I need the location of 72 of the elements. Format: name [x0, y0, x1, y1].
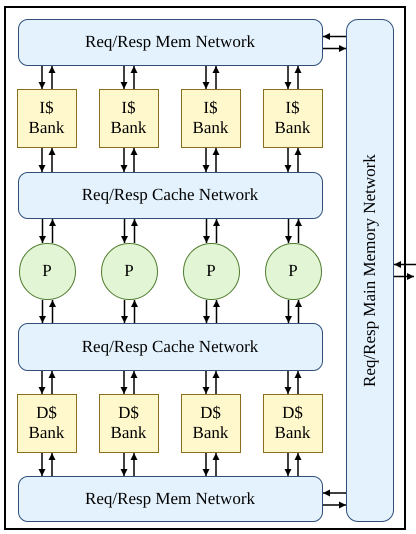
arrow — [212, 371, 220, 394]
arrow — [49, 219, 56, 243]
arrow — [48, 148, 56, 172]
arrow — [323, 45, 346, 52]
arrow — [212, 148, 220, 172]
arrow — [120, 148, 128, 172]
arrow — [38, 148, 46, 172]
arrow — [49, 300, 56, 323]
cache-bank-box: D$ Bank — [262, 394, 322, 452]
arrow — [130, 453, 138, 476]
cache-bank-box: I$ Bank — [262, 88, 322, 148]
arrow — [213, 300, 220, 323]
network-box: Req/Resp Cache Network — [18, 322, 322, 370]
cache-bank-box: D$ Bank — [98, 394, 158, 452]
arrow — [394, 273, 414, 280]
arrow — [48, 453, 56, 476]
arrow — [203, 219, 210, 243]
arrow — [294, 371, 302, 394]
arrow — [323, 502, 346, 508]
arrow — [294, 453, 302, 476]
processor-circle: P — [264, 242, 322, 300]
arrow — [212, 66, 220, 89]
arrow — [48, 66, 56, 89]
arrow — [121, 300, 128, 323]
arrow — [295, 219, 302, 243]
arrow — [130, 66, 138, 89]
cache-bank-box: I$ Bank — [16, 88, 76, 148]
arrow — [284, 453, 292, 476]
arrow — [130, 148, 138, 172]
arrow — [130, 371, 138, 394]
arrow — [203, 300, 210, 323]
arrow — [284, 148, 292, 172]
arrow — [120, 66, 128, 89]
arrow — [323, 490, 346, 496]
arrow — [284, 66, 292, 89]
arrow — [120, 371, 128, 394]
outer-frame — [4, 6, 406, 530]
arrow — [120, 453, 128, 476]
arrow — [294, 66, 302, 89]
arrow — [323, 33, 346, 40]
cache-bank-box: D$ Bank — [16, 394, 76, 452]
arrow — [394, 261, 416, 268]
arrow — [38, 453, 46, 476]
network-box: Req/Resp Mem Network — [18, 476, 322, 522]
arrow — [285, 300, 292, 323]
arrow — [121, 219, 128, 243]
arrow — [202, 66, 210, 89]
network-box: Req/Resp Cache Network — [18, 172, 322, 218]
arrow — [284, 371, 292, 394]
arrow — [202, 453, 210, 476]
network-box: Req/Resp Main Memory Network — [346, 18, 394, 522]
arrow — [202, 148, 210, 172]
cache-bank-box: I$ Bank — [98, 88, 158, 148]
arrow — [131, 219, 138, 243]
processor-circle: P — [182, 242, 240, 300]
network-box: Req/Resp Mem Network — [18, 18, 322, 66]
arrow — [294, 148, 302, 172]
cache-bank-box: D$ Bank — [180, 394, 240, 452]
cache-bank-box: I$ Bank — [180, 88, 240, 148]
arrow — [38, 66, 46, 89]
arrow — [213, 219, 220, 243]
arrow — [48, 371, 56, 394]
arrow — [202, 371, 210, 394]
arrow — [131, 300, 138, 323]
processor-circle: P — [18, 242, 76, 300]
processor-circle: P — [100, 242, 158, 300]
arrow — [38, 371, 46, 394]
arrow — [39, 300, 46, 323]
arrow — [285, 219, 292, 243]
arrow — [295, 300, 302, 323]
arrow — [212, 453, 220, 476]
arrow — [39, 219, 46, 243]
